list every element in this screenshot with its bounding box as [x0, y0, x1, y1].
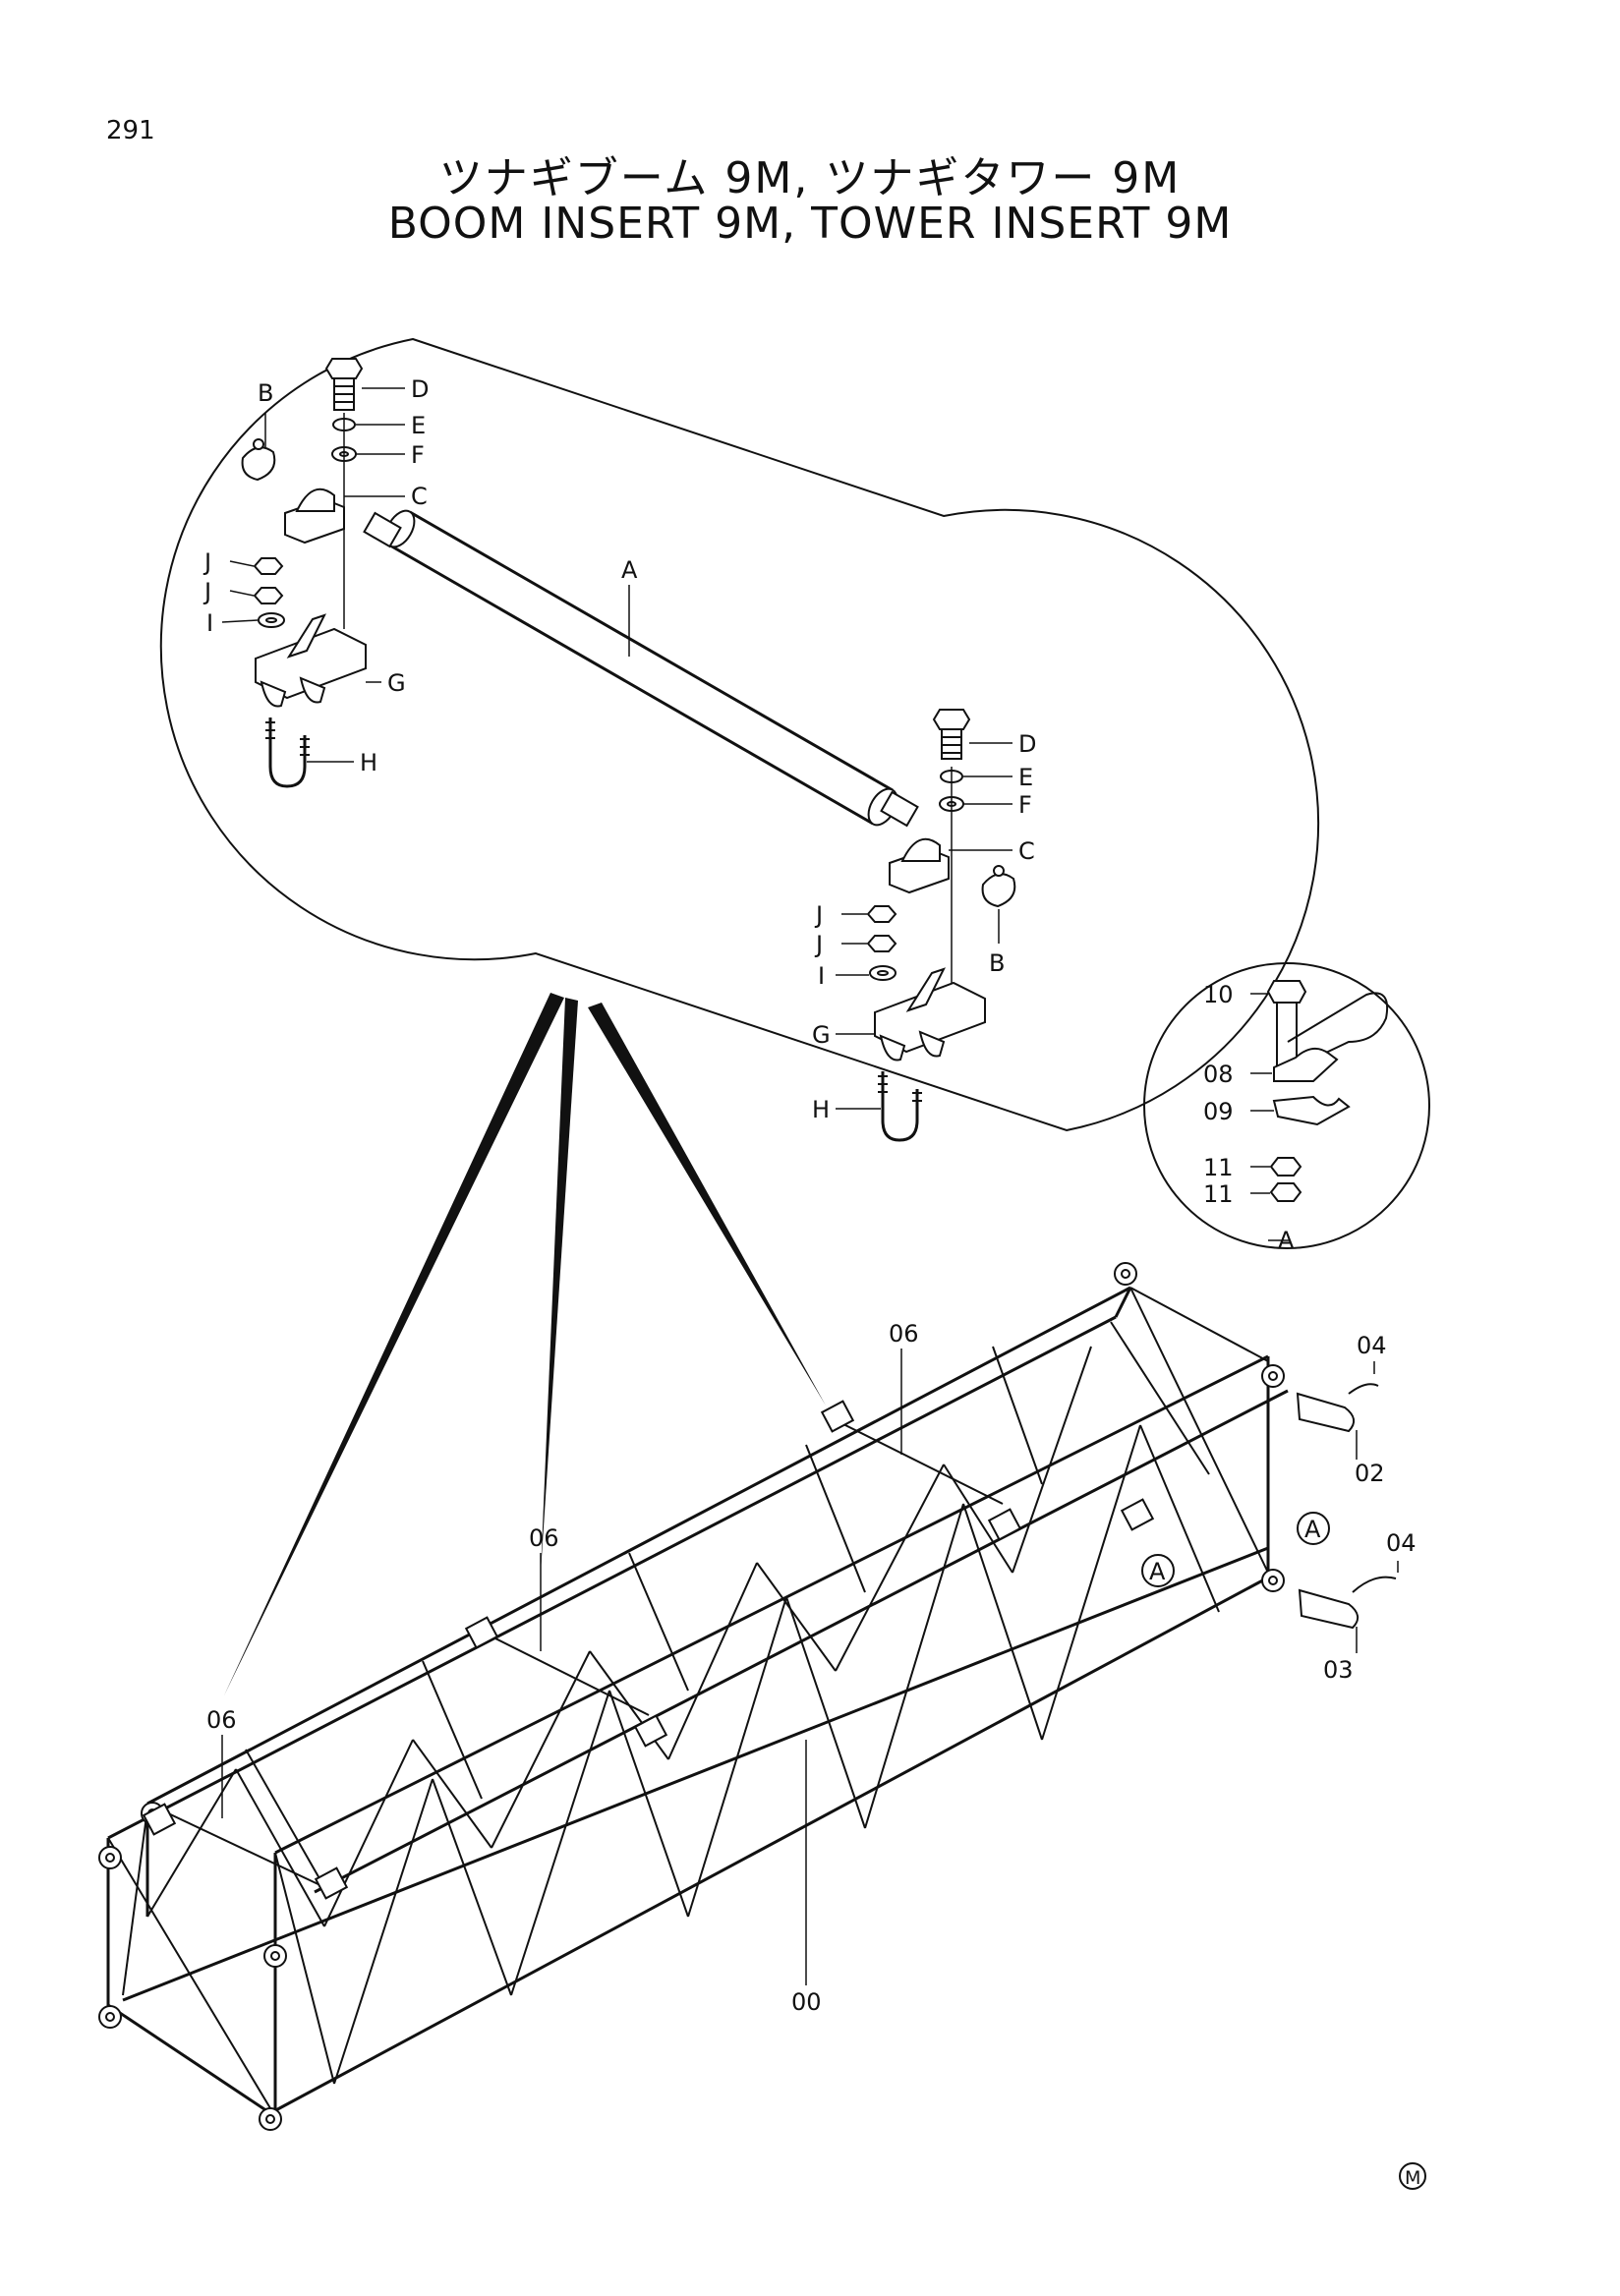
- lattice-callouts: 06 06 06 00: [206, 1320, 919, 2016]
- detail-capsule: [159, 337, 1320, 1132]
- callout-i-left: I: [206, 609, 213, 637]
- callout-06-top: 06: [889, 1320, 919, 1348]
- callout-h-left: H: [360, 749, 377, 776]
- mark-letter: M: [1405, 2167, 1420, 2189]
- callout-e-left: E: [411, 412, 426, 439]
- callout-08: 08: [1203, 1061, 1234, 1088]
- callout-c-left: C: [411, 483, 428, 510]
- lattice-section: [106, 1286, 1289, 2115]
- callout-j-left-1: J: [202, 548, 211, 576]
- callout-c-right: C: [1018, 837, 1035, 865]
- callout-j-right-2: J: [814, 931, 823, 958]
- callout-e-right: E: [1018, 764, 1033, 791]
- lattice-lugs: [98, 1262, 1285, 2131]
- callout-a-shaft: A: [621, 556, 638, 584]
- capsule-callouts: B D E F C J J I G H A D E F C B J J I G …: [202, 375, 1036, 1123]
- detail-a-label: A: [1278, 1227, 1295, 1254]
- right-hardware: [866, 709, 1016, 1142]
- callout-11-upper: 11: [1203, 1154, 1234, 1181]
- title-japanese: ツナギブーム 9M, ツナギタワー 9M: [438, 153, 1182, 203]
- support-shaft: [363, 509, 919, 828]
- callout-06-left: 06: [206, 1706, 237, 1734]
- connection-pins: 02 03 04 04 A A: [1141, 1332, 1417, 1684]
- callout-04-upper: 04: [1357, 1332, 1387, 1359]
- left-hardware: [241, 358, 367, 788]
- callout-i-right: I: [818, 962, 825, 990]
- callout-10: 10: [1203, 981, 1234, 1008]
- callout-02: 02: [1355, 1460, 1385, 1487]
- callout-09: 09: [1203, 1098, 1234, 1125]
- title-english: BOOM INSERT 9M, TOWER INSERT 9M: [387, 199, 1233, 249]
- callout-g-left: G: [387, 669, 406, 697]
- callout-a-pin-lower: A: [1149, 1558, 1166, 1585]
- capsule-leaders: [221, 387, 1012, 1110]
- callout-a-pin-upper: A: [1304, 1516, 1321, 1543]
- callout-j-left-2: J: [202, 578, 211, 605]
- callout-00: 00: [791, 1988, 822, 2016]
- callout-11-lower: 11: [1203, 1180, 1234, 1208]
- detail-a-circle: 10 08 09 11 11 A: [1143, 962, 1430, 1254]
- callout-06-middle: 06: [529, 1524, 559, 1552]
- callout-d-left: D: [411, 375, 429, 403]
- callout-d-right: D: [1018, 730, 1036, 758]
- manufacturer-mark: M: [1399, 2162, 1426, 2190]
- callout-b-right: B: [989, 949, 1005, 977]
- page-number: 291: [106, 116, 155, 145]
- callout-03: 03: [1323, 1656, 1354, 1684]
- callout-h-right: H: [812, 1096, 830, 1123]
- callout-f-right: F: [1018, 791, 1032, 819]
- callout-j-right-1: J: [814, 901, 823, 929]
- callout-04-lower: 04: [1386, 1529, 1417, 1557]
- callout-b-left: B: [258, 379, 273, 407]
- callout-g-right: G: [812, 1021, 831, 1049]
- pointer-wedges: [224, 993, 826, 1695]
- callout-f-left: F: [411, 441, 425, 469]
